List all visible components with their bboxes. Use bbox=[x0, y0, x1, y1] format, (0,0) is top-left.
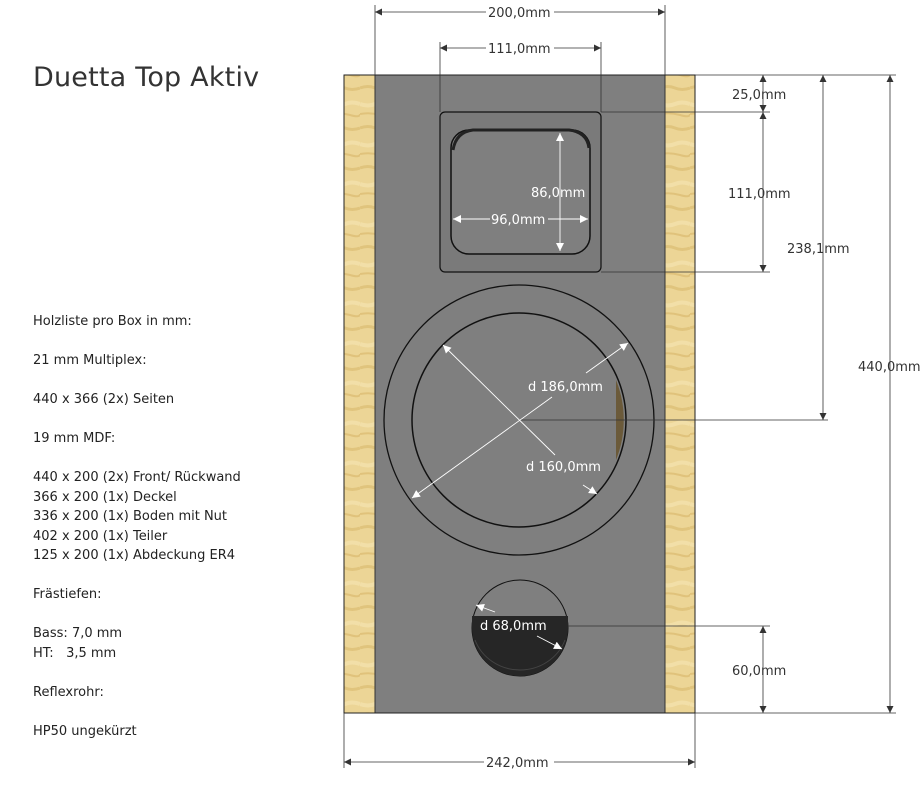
label-top-offset: 25,0mm bbox=[732, 88, 786, 103]
notes-heading: Holzliste pro Box in mm: bbox=[33, 314, 192, 329]
label-total-height: 440,0mm bbox=[858, 360, 921, 375]
milling-item: Bass: 7,0 mm bbox=[33, 626, 123, 641]
label-woofer-inner-diameter: d 160,0mm bbox=[526, 460, 601, 475]
drawing-title: Duetta Top Aktiv bbox=[33, 62, 260, 93]
multiplex-heading: 21 mm Multiplex: bbox=[33, 353, 147, 368]
multiplex-item: 440 x 366 (2x) Seiten bbox=[33, 392, 175, 407]
milling-item: HT: 3,5 mm bbox=[33, 645, 117, 661]
port-heading: Reflexrohr: bbox=[33, 684, 104, 700]
label-port-diameter: d 68,0mm bbox=[480, 619, 547, 634]
side-panel-right bbox=[665, 75, 695, 713]
extension-lines bbox=[343, 5, 896, 768]
label-plate-width: 111,0mm bbox=[488, 42, 551, 57]
label-front-width: 200,0mm bbox=[488, 6, 551, 21]
milling-heading: Frästiefen: bbox=[33, 587, 102, 602]
side-panel-left bbox=[344, 75, 375, 713]
label-total-width: 242,0mm bbox=[486, 756, 549, 771]
port-value: HP50 ungekürzt bbox=[33, 723, 137, 739]
mdf-heading: 19 mm MDF: bbox=[33, 431, 116, 446]
mdf-item: 125 x 200 (1x) Abdeckung ER4 bbox=[33, 548, 236, 563]
mdf-item: 402 x 200 (1x) Teiler bbox=[33, 528, 168, 544]
mdf-item: 366 x 200 (1x) Deckel bbox=[33, 489, 177, 505]
label-woofer-outer-diameter: d 186,0mm bbox=[528, 380, 603, 395]
mdf-item: 440 x 200 (2x) Front/ Rückwand bbox=[33, 470, 241, 485]
label-port-height: 60,0mm bbox=[732, 664, 786, 679]
label-tweeter-cutout-height: 86,0mm bbox=[531, 186, 585, 201]
mdf-item: 336 x 200 (1x) Boden mit Nut bbox=[33, 509, 228, 524]
label-tweeter-cutout-width: 96,0mm bbox=[491, 213, 545, 228]
wood-list-notes: Holzliste pro Box in mm: 21 mm Multiplex… bbox=[33, 312, 241, 741]
label-plate-height: 111,0mm bbox=[728, 187, 791, 202]
box-outline bbox=[343, 74, 696, 714]
label-woofer-center: 238,1mm bbox=[787, 242, 850, 257]
